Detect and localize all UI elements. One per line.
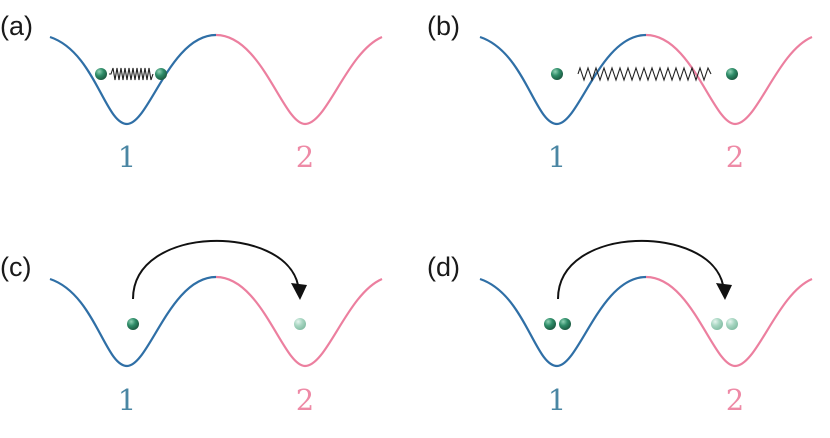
well-2-label: 2 (726, 140, 744, 174)
panel-c: (c) 1 2 (0, 240, 383, 417)
particle (155, 68, 167, 80)
arrow-head (291, 283, 307, 300)
panel-label: (d) (427, 252, 460, 282)
panel-d: (d) 1 2 (427, 240, 813, 417)
particle (726, 68, 738, 80)
well-2-curve (645, 33, 813, 126)
well-2-curve (645, 275, 813, 368)
well-1-label: 1 (548, 140, 566, 174)
particle-faded (294, 318, 306, 330)
well-1-label: 1 (548, 383, 566, 417)
particle (95, 68, 107, 80)
hop-arrow (132, 240, 299, 300)
arrow-head (716, 283, 732, 300)
well-1-curve (479, 33, 647, 126)
panel-label: (b) (427, 11, 460, 41)
well-1-label: 1 (118, 383, 136, 417)
particle (544, 318, 556, 330)
spring (577, 66, 712, 82)
particle-faded (726, 318, 738, 330)
well-1-curve (49, 33, 217, 126)
well-2-label: 2 (726, 383, 744, 417)
well-2-curve (215, 275, 383, 368)
panel-a: (a) 1 2 (0, 11, 383, 174)
spring (109, 67, 154, 81)
well-2-curve (215, 33, 383, 126)
well-2-label: 2 (296, 383, 314, 417)
particle (127, 318, 139, 330)
hop-arrow (557, 240, 724, 300)
particle-faded (711, 318, 723, 330)
panel-label: (c) (0, 252, 31, 282)
well-1-curve (49, 275, 217, 368)
panel-label: (a) (0, 11, 33, 41)
particle (559, 318, 571, 330)
well-1-label: 1 (118, 140, 136, 174)
well-2-label: 2 (296, 140, 314, 174)
well-1-curve (479, 275, 647, 368)
particle (551, 68, 563, 80)
panel-b: (b) 1 2 (427, 11, 813, 174)
